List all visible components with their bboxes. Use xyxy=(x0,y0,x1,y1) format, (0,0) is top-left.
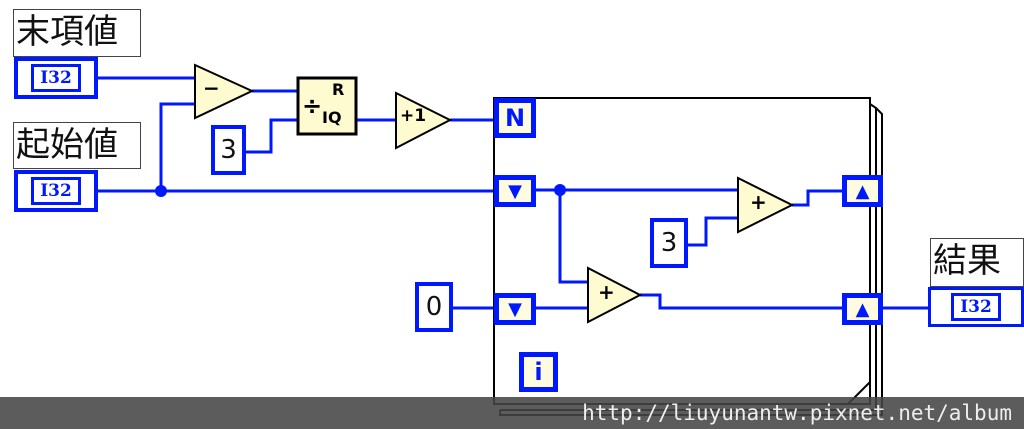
shift-register-left-2[interactable]: ▼ xyxy=(494,293,536,325)
iteration-terminal: i xyxy=(519,352,558,392)
add-symbol: + xyxy=(598,280,615,304)
wire-branch xyxy=(558,190,588,284)
wire-add1-out xyxy=(792,189,843,207)
subtract-symbol: − xyxy=(203,76,220,100)
result-label: 結果 xyxy=(930,238,1024,287)
quotient-remainder-node xyxy=(296,76,358,136)
end-value-terminal[interactable]: I32 xyxy=(14,57,98,99)
watermark: http://liuyunantw.pixnet.net/album xyxy=(0,397,1024,429)
increment-symbol: +1 xyxy=(400,106,427,126)
divide-symbol: ÷ xyxy=(302,92,323,120)
shift-register-right-1[interactable]: ▲ xyxy=(842,175,883,207)
add-symbol: + xyxy=(750,190,767,214)
wire-add2-out xyxy=(640,293,843,310)
increment-node xyxy=(395,91,453,150)
subtract-node xyxy=(194,63,255,120)
add-node-bottom xyxy=(587,266,643,324)
shift-register-left-1[interactable]: ▼ xyxy=(494,175,536,207)
start-value-label: 起始値 xyxy=(13,122,141,169)
add-node-top xyxy=(737,176,795,234)
quotient-label: IQ xyxy=(322,108,342,127)
end-value-label: 末項値 xyxy=(13,9,141,57)
wire-const3 xyxy=(245,118,298,154)
initial-constant[interactable]: 0 xyxy=(415,282,453,332)
loop-count-terminal[interactable]: N xyxy=(494,98,536,138)
wire-junction xyxy=(155,185,167,197)
start-value-terminal[interactable]: I32 xyxy=(14,170,98,212)
wire-junction xyxy=(554,184,566,196)
wire-start-branch xyxy=(159,102,195,191)
divisor-constant[interactable]: 3 xyxy=(211,125,246,175)
result-indicator[interactable]: I32 xyxy=(928,287,1024,327)
step-constant[interactable]: 3 xyxy=(650,218,688,268)
wire-const3b xyxy=(687,216,738,247)
shift-register-right-2[interactable]: ▲ xyxy=(842,293,883,325)
remainder-label: R xyxy=(332,80,345,99)
